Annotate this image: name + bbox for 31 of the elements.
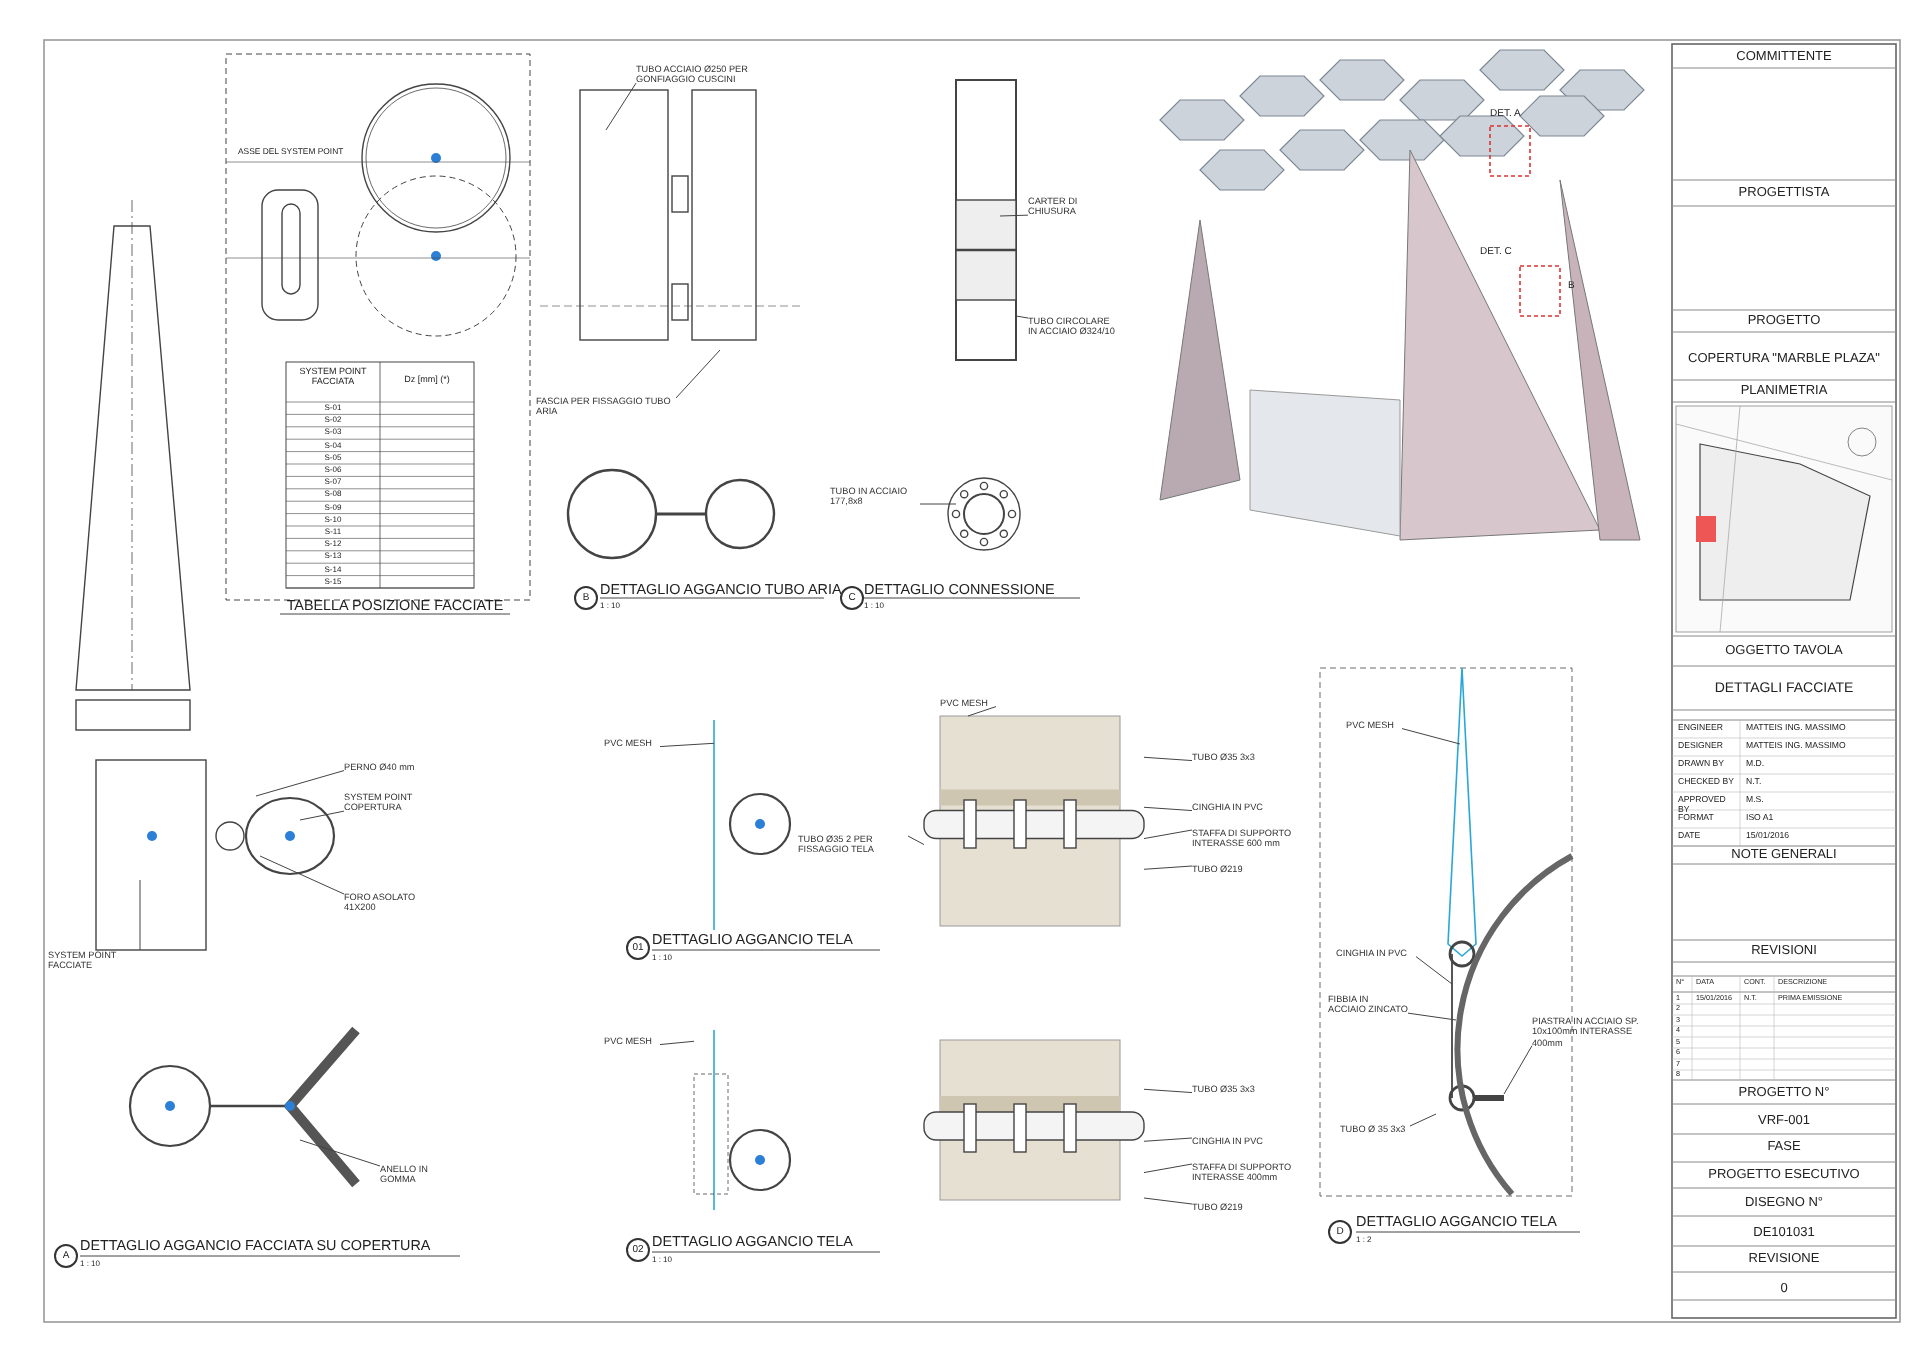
- leader-line: [999, 214, 1029, 217]
- leader-line: [919, 503, 957, 505]
- leader-line: [1143, 1163, 1193, 1174]
- leader-line: [1143, 1137, 1193, 1142]
- leader-line: [1401, 728, 1461, 745]
- leader-line: [1503, 1045, 1533, 1095]
- leader-line: [1143, 865, 1193, 870]
- leader-line: [1143, 1088, 1193, 1094]
- leader-line: [1143, 1197, 1193, 1205]
- leader-line: [967, 706, 997, 717]
- leader-line: [139, 879, 141, 951]
- leader-line: [1143, 756, 1193, 762]
- fabric-hook-detail-drawing: [713, 719, 792, 931]
- leader-line: [1143, 829, 1193, 840]
- leader-line: [259, 855, 345, 895]
- leader-line: [907, 835, 925, 846]
- leader-line: [1407, 1012, 1457, 1021]
- leader-line: [255, 770, 345, 797]
- leader-line: [1409, 1113, 1437, 1127]
- leader-line: [659, 1040, 695, 1046]
- leader-line: [675, 349, 721, 399]
- fabric-section-drawing: [923, 1039, 1145, 1201]
- leader-line: [605, 82, 637, 131]
- leader-line: [1015, 315, 1029, 319]
- fabric-section-drawing: [923, 715, 1145, 927]
- fabric-hook-detail-drawing: [693, 1029, 792, 1211]
- leader-line: [299, 1139, 381, 1167]
- leader-line: [1415, 956, 1453, 985]
- leader-line: [659, 742, 715, 748]
- leader-line: [299, 810, 345, 821]
- leader-line: [1143, 806, 1193, 812]
